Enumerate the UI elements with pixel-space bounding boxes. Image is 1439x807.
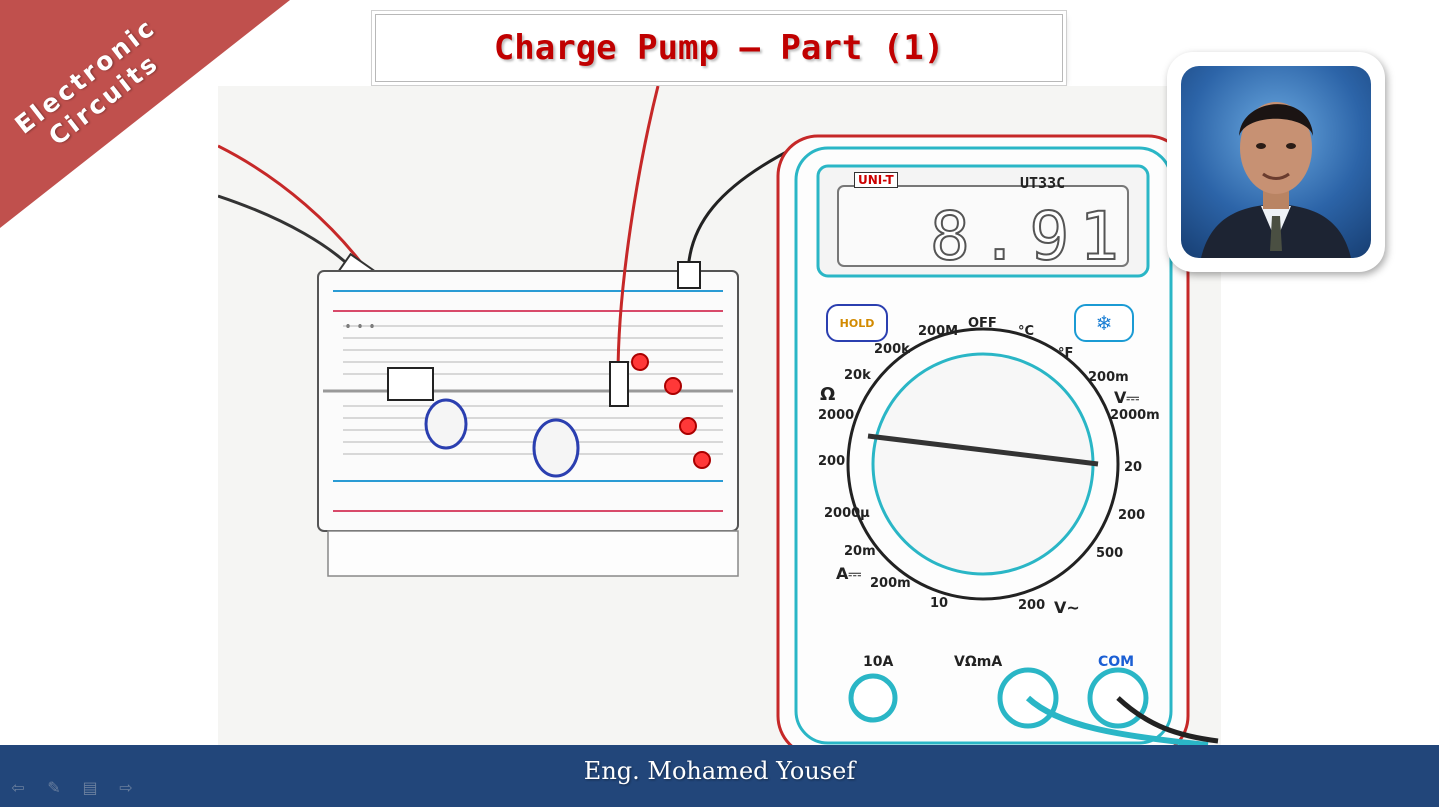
dial-label-20m: 20m xyxy=(844,544,876,559)
dial-label-200m-ohm: 200M xyxy=(918,324,959,339)
hold-button: HOLD xyxy=(826,304,888,342)
dial-label-celsius: °C xyxy=(1018,324,1035,339)
menu-icon[interactable]: ▤ xyxy=(82,778,98,797)
dial-label-20: 20 xyxy=(1124,460,1143,475)
presenter-photo-frame xyxy=(1167,52,1385,272)
snowflake-icon: ❄ xyxy=(1074,304,1134,342)
dial-label-off: OFF xyxy=(968,316,997,331)
slide-title: Charge Pump – Part (1) xyxy=(493,28,945,68)
arrow-left-icon[interactable]: ⇦ xyxy=(11,778,25,797)
slide-nav: ⇦ ✎ ▤ ⇨ xyxy=(8,778,136,798)
dial-label-ohm: Ω xyxy=(820,384,836,405)
dial-label-200m-a: 200m xyxy=(870,576,911,591)
jack-label-10a: 10A xyxy=(863,654,894,670)
dial-label-10: 10 xyxy=(930,596,949,611)
photo-illustration xyxy=(218,86,1219,745)
jack-label-com: COM xyxy=(1098,654,1135,670)
dial-label-200-vac: 200 xyxy=(1018,598,1046,613)
dial-label-2000u: 2000μ xyxy=(824,506,870,521)
presenter-name: Eng. Mohamed Yousef xyxy=(583,757,856,785)
circuit-photo: UNI-T UT33C 8.91 HOLD ❄ OFF 200M °C °F 2… xyxy=(218,86,1221,745)
dial-label-2000: 2000 xyxy=(818,408,855,423)
multimeter-reading: 8.91 xyxy=(929,197,1129,276)
jack-label-vohm: VΩmA xyxy=(954,654,1003,670)
dial-label-20k: 20k xyxy=(844,368,871,383)
footer-bar: Eng. Mohamed Yousef ⇦ ✎ ▤ ⇨ xyxy=(0,745,1439,807)
presenter-photo xyxy=(1181,66,1371,258)
dial-label-500: 500 xyxy=(1096,546,1124,561)
dial-label-vac: V~ xyxy=(1054,598,1080,617)
dial-label-200-v: 200 xyxy=(1118,508,1146,523)
dial-label-200k: 200k xyxy=(874,342,910,357)
presenter-portrait xyxy=(1201,102,1351,258)
dial-label-200m-v: 200m xyxy=(1088,370,1129,385)
arrow-right-icon[interactable]: ⇨ xyxy=(119,778,133,797)
dial-label-2000m: 2000m xyxy=(1110,408,1160,423)
multimeter-brand: UNI-T xyxy=(854,172,898,188)
dial-label-200: 200 xyxy=(818,454,846,469)
corner-banner: Electronic Circuits xyxy=(0,0,300,245)
dial-label-vdc: V⎓ xyxy=(1114,388,1140,407)
title-box: Charge Pump – Part (1) xyxy=(375,14,1063,82)
pen-icon[interactable]: ✎ xyxy=(47,778,61,797)
dial-label-fahrenheit: °F xyxy=(1058,346,1074,361)
multimeter-model: UT33C xyxy=(1020,174,1066,192)
dial-label-adc: A⎓ xyxy=(836,564,862,583)
